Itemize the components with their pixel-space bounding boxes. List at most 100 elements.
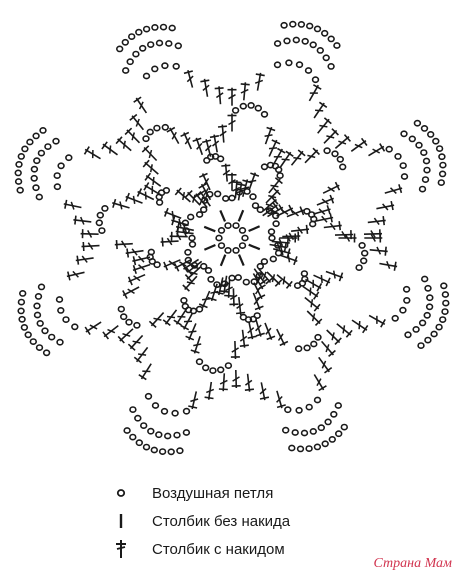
- single-crochet-stitch: [248, 225, 261, 233]
- chain-stitch: [65, 154, 73, 162]
- chain-stitch: [305, 403, 313, 411]
- double-crochet-stitch: [80, 229, 99, 239]
- double-crochet-stitch: [174, 187, 191, 203]
- chain-stitch: [30, 165, 39, 173]
- double-crochet-stitch: [171, 216, 189, 227]
- chain-stitch: [438, 153, 446, 161]
- chain-stitch: [292, 36, 300, 44]
- double-crochet-stitch: [367, 216, 386, 226]
- double-crochet-stitch: [217, 124, 227, 143]
- chain-stitch: [300, 429, 309, 437]
- double-crochet-stitch: [334, 230, 354, 240]
- double-crochet-stitch: [163, 207, 182, 220]
- double-crochet-stitch: [323, 128, 339, 144]
- chain-stitch: [420, 124, 429, 132]
- chain-stitch: [146, 128, 154, 136]
- double-crochet-stitch: [84, 321, 102, 336]
- double-crochet-stitch: [262, 202, 279, 217]
- chain-stitch: [234, 274, 243, 281]
- chain-stitch: [232, 222, 240, 229]
- chain-stitch: [438, 170, 447, 178]
- double-crochet-stitch: [81, 241, 100, 252]
- chain-stitch: [55, 296, 64, 303]
- chain-stitch: [293, 282, 302, 289]
- chain-stitch: [217, 242, 226, 249]
- double-crochet-stitch: [142, 159, 159, 175]
- single-crochet-stitch: [219, 254, 227, 267]
- double-crochet-stitch: [323, 221, 342, 231]
- chain-stitch: [33, 311, 42, 319]
- chain-stitch: [272, 220, 280, 228]
- double-crochet-stitch: [351, 319, 369, 334]
- double-crochet-stitch: [201, 139, 212, 157]
- chain-stitch: [241, 234, 249, 242]
- chain-stitch: [232, 246, 240, 254]
- chain-stitch: [144, 392, 153, 400]
- chain-stitch: [71, 323, 79, 331]
- double-crochet-stitch: [259, 382, 270, 401]
- chain-stitch: [57, 162, 65, 170]
- chain-stitch: [391, 314, 399, 322]
- single-crochet-stitch: [248, 243, 261, 251]
- chain-stitch: [269, 255, 277, 263]
- chain-stitch: [195, 358, 204, 366]
- chain-stitch: [167, 448, 175, 456]
- chain-stitch: [133, 321, 141, 329]
- double-crochet-stitch: [350, 137, 368, 152]
- chain-stitch: [239, 313, 248, 321]
- chain-stitch: [14, 169, 22, 177]
- double-crochet-stitch: [313, 205, 331, 215]
- double-crochet-stitch: [379, 260, 398, 271]
- double-crochet-stitch: [304, 147, 320, 164]
- chain-stitch: [288, 444, 296, 452]
- chain-stitch: [224, 362, 233, 369]
- chain-stitch: [224, 222, 232, 229]
- double-crochet-stitch: [141, 145, 158, 162]
- double-crochet-stitch: [306, 310, 323, 326]
- chain-stitch: [303, 207, 311, 215]
- chain-stitch: [313, 396, 322, 404]
- chain-stitch: [275, 166, 283, 174]
- chain-stitch: [422, 157, 431, 165]
- chain-stitch: [291, 429, 299, 436]
- chain-stitch: [439, 316, 447, 323]
- chain-stitch: [30, 174, 38, 182]
- chain-stitch: [303, 344, 311, 352]
- chain-stitch: [441, 291, 450, 298]
- chain-stitch: [400, 173, 409, 180]
- double-crochet-stitch: [264, 322, 276, 341]
- double-crochet-stitch: [239, 329, 249, 348]
- chain-stitch: [404, 331, 412, 339]
- double-crochet-stitch: [236, 182, 246, 201]
- chain-stitch: [18, 315, 26, 323]
- chain-stitch: [440, 282, 448, 290]
- chain-stitch: [19, 289, 27, 297]
- chain-stitch: [129, 433, 137, 441]
- double-crochet-stitch: [313, 101, 328, 119]
- chain-stitch: [239, 102, 248, 110]
- chain-stitch: [304, 67, 313, 74]
- double-crochet-stitch: [73, 215, 92, 225]
- chain-stitch: [249, 315, 258, 323]
- chain-stitch: [142, 25, 151, 33]
- chain-stitch: [204, 266, 213, 274]
- chain-stitch: [418, 185, 427, 193]
- double-crochet-stitch: [338, 233, 357, 243]
- chain-stitch: [327, 35, 335, 43]
- chain-stitch: [132, 50, 140, 58]
- double-crochet-stitch: [198, 172, 211, 191]
- legend-item-single: Столбик без накида: [110, 510, 290, 532]
- chain-stitch: [44, 143, 52, 150]
- chain-stitch: [42, 349, 51, 357]
- chain-stitch: [295, 345, 303, 353]
- chain-stitch-icon: [110, 482, 132, 504]
- chain-stitch: [202, 364, 210, 372]
- chain-stitch: [306, 22, 314, 30]
- chain-stitch: [441, 308, 449, 315]
- chain-stitch: [282, 426, 290, 434]
- double-crochet-stitch: [163, 259, 181, 271]
- double-crochet-stitch: [129, 113, 145, 131]
- double-crochet-stitch: [101, 141, 118, 156]
- chain-stitch: [361, 249, 369, 257]
- chain-stitch: [165, 40, 173, 47]
